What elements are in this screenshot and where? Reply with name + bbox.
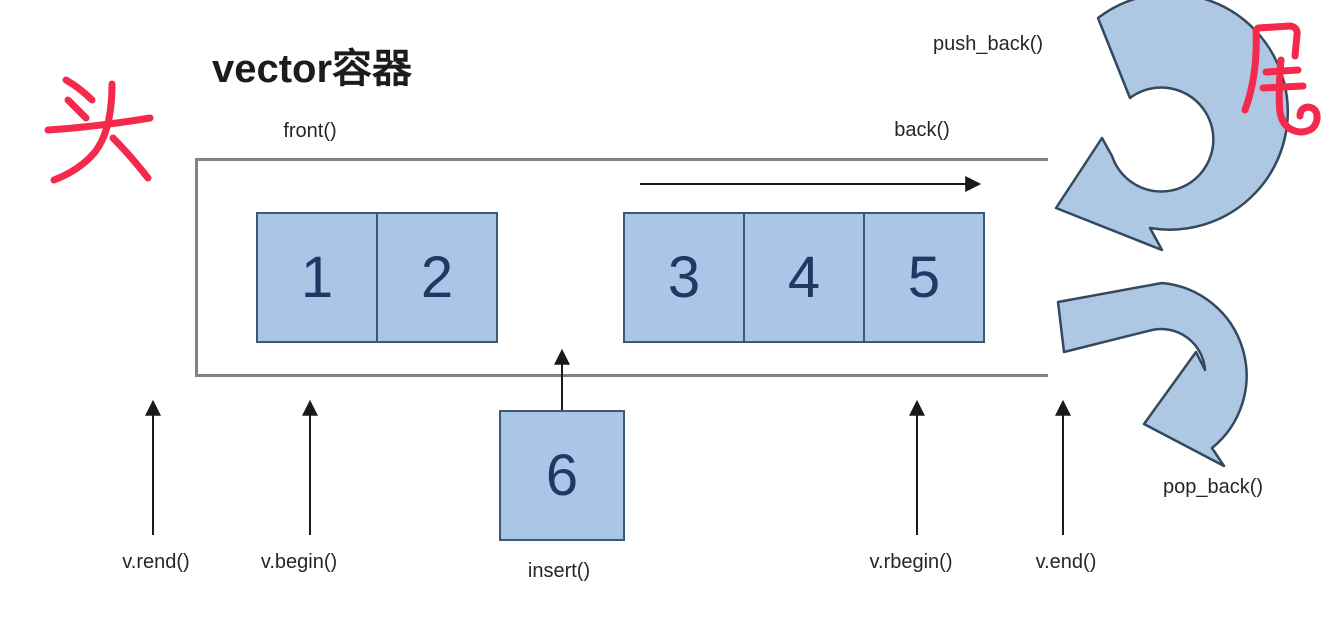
diagram-title: vector容器 <box>212 47 413 91</box>
v-end-label: v.end() <box>1035 551 1097 573</box>
v-begin-label: v.begin() <box>260 551 338 573</box>
vector-container-outline <box>195 158 1048 377</box>
vector-cell: 4 <box>743 212 865 343</box>
vector-cell: 3 <box>623 212 745 343</box>
pop-back-curved-arrow-icon <box>1056 281 1248 468</box>
pop-back-label: pop_back() <box>1163 476 1264 498</box>
vector-cell: 1 <box>256 212 378 343</box>
head-char-annotation <box>44 76 154 184</box>
vector-cell: 2 <box>376 212 498 343</box>
push-back-label: push_back() <box>933 33 1044 55</box>
insert-label: insert() <box>527 560 591 582</box>
back-label: back() <box>894 119 950 141</box>
vector-cell: 5 <box>863 212 985 343</box>
cell-group-left: 1 2 <box>256 212 498 343</box>
insert-element-box: 6 <box>499 410 625 541</box>
front-label: front() <box>283 120 337 142</box>
push-back-curved-arrow-icon <box>1054 0 1290 252</box>
v-rbegin-label: v.rbegin() <box>869 551 953 573</box>
vector-cell-insert: 6 <box>499 410 625 541</box>
tail-char-annotation <box>1241 22 1321 136</box>
cell-group-right: 3 4 5 <box>623 212 985 343</box>
v-rend-label: v.rend() <box>122 551 190 573</box>
